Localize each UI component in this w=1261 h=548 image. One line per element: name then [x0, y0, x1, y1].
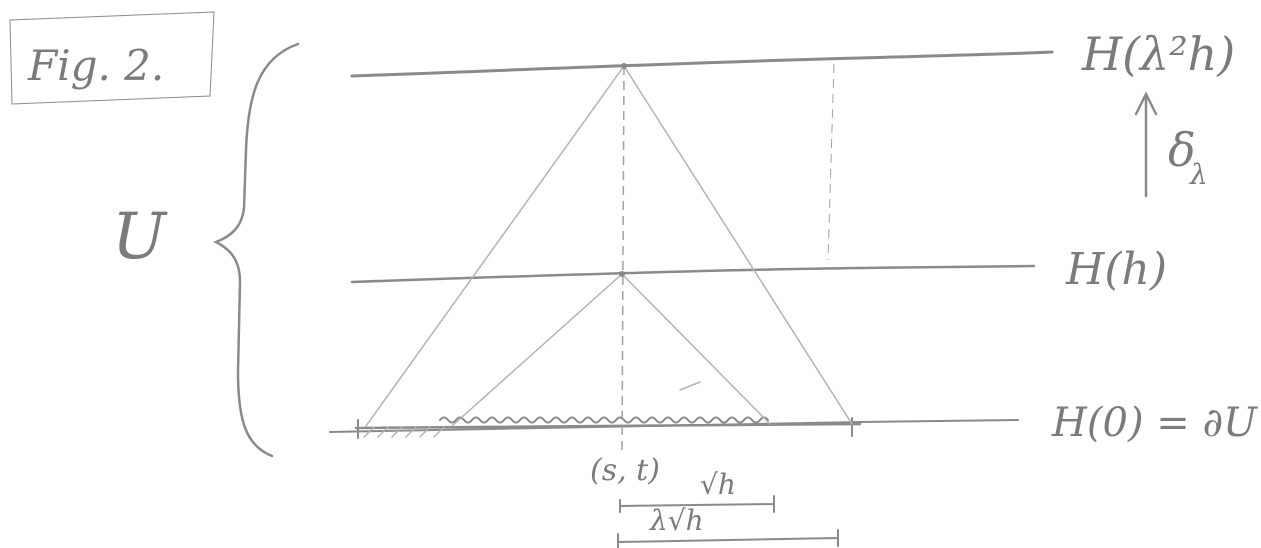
small-width-label: √h: [700, 468, 736, 501]
apex-middle: [619, 271, 625, 277]
vertical-axis: [621, 65, 625, 451]
bottom-line-label: H(0) = ∂U: [1051, 400, 1258, 446]
small-cone: [451, 272, 771, 427]
apex-top: [621, 63, 627, 69]
middle-line-label: H(h): [1065, 244, 1167, 295]
middle-line: [350, 264, 1036, 284]
boundary-hatching: [363, 426, 445, 438]
arrow-label: δ: [1168, 123, 1196, 177]
scaling-arrow: [1134, 91, 1158, 198]
region-label: U: [112, 200, 168, 274]
large-cone: [365, 64, 853, 427]
figure-title: Fig. 2.: [27, 41, 164, 90]
region-brace: [212, 42, 300, 458]
arrow-subscript: λ: [1189, 158, 1208, 191]
small-width-bracket: [619, 495, 775, 513]
large-width-label: λ√h: [649, 504, 704, 537]
top-line: [350, 50, 1054, 78]
boundary-squiggle: [439, 416, 769, 424]
bottom-line: [329, 419, 1019, 433]
boundary-segment: [354, 422, 862, 430]
top-line-label: H(λ²h): [1081, 27, 1235, 81]
point-label: (s, t): [590, 453, 660, 488]
boundary-ticks: [357, 417, 853, 439]
large-width-bracket: [617, 529, 839, 548]
title-box: [9, 11, 215, 105]
cone-tick-mark: [679, 381, 701, 391]
faint-guide: [827, 63, 835, 261]
